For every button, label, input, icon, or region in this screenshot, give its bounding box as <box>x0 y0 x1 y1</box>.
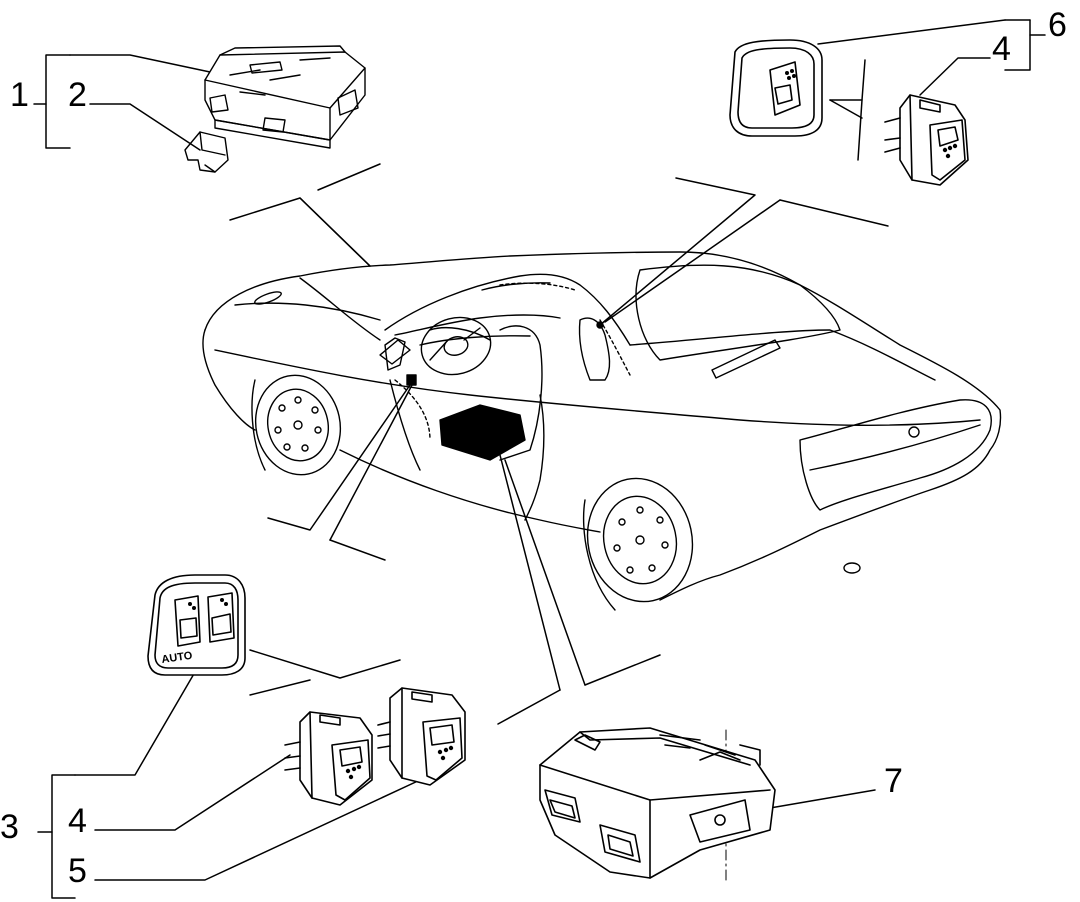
part-bracket <box>184 131 229 173</box>
callout-2: 2 <box>68 76 87 114</box>
part-double-switch-panel: AUTO <box>147 574 246 676</box>
callout-6: 6 <box>1048 6 1067 44</box>
callout-3: 3 <box>0 808 19 846</box>
car-illustration <box>202 251 1002 611</box>
callout-5: 5 <box>68 852 87 890</box>
callout-1: 1 <box>10 76 29 114</box>
part-switch-top-right <box>884 94 969 186</box>
part-control-module-top <box>204 45 366 149</box>
part-switch-bottom <box>284 711 373 806</box>
callout-numbers: 1 2 6 4 3 4 5 7 <box>0 6 1067 890</box>
callout-4-bottom: 4 <box>68 802 87 840</box>
switch-panel-label: AUTO <box>161 650 194 666</box>
callout-4-top: 4 <box>992 30 1011 68</box>
part-electronic-control-unit <box>539 727 776 879</box>
part-switch-window <box>377 687 466 786</box>
part-single-switch-panel <box>729 39 823 137</box>
installed-control-unit <box>439 404 526 461</box>
callout-7: 7 <box>884 762 903 800</box>
